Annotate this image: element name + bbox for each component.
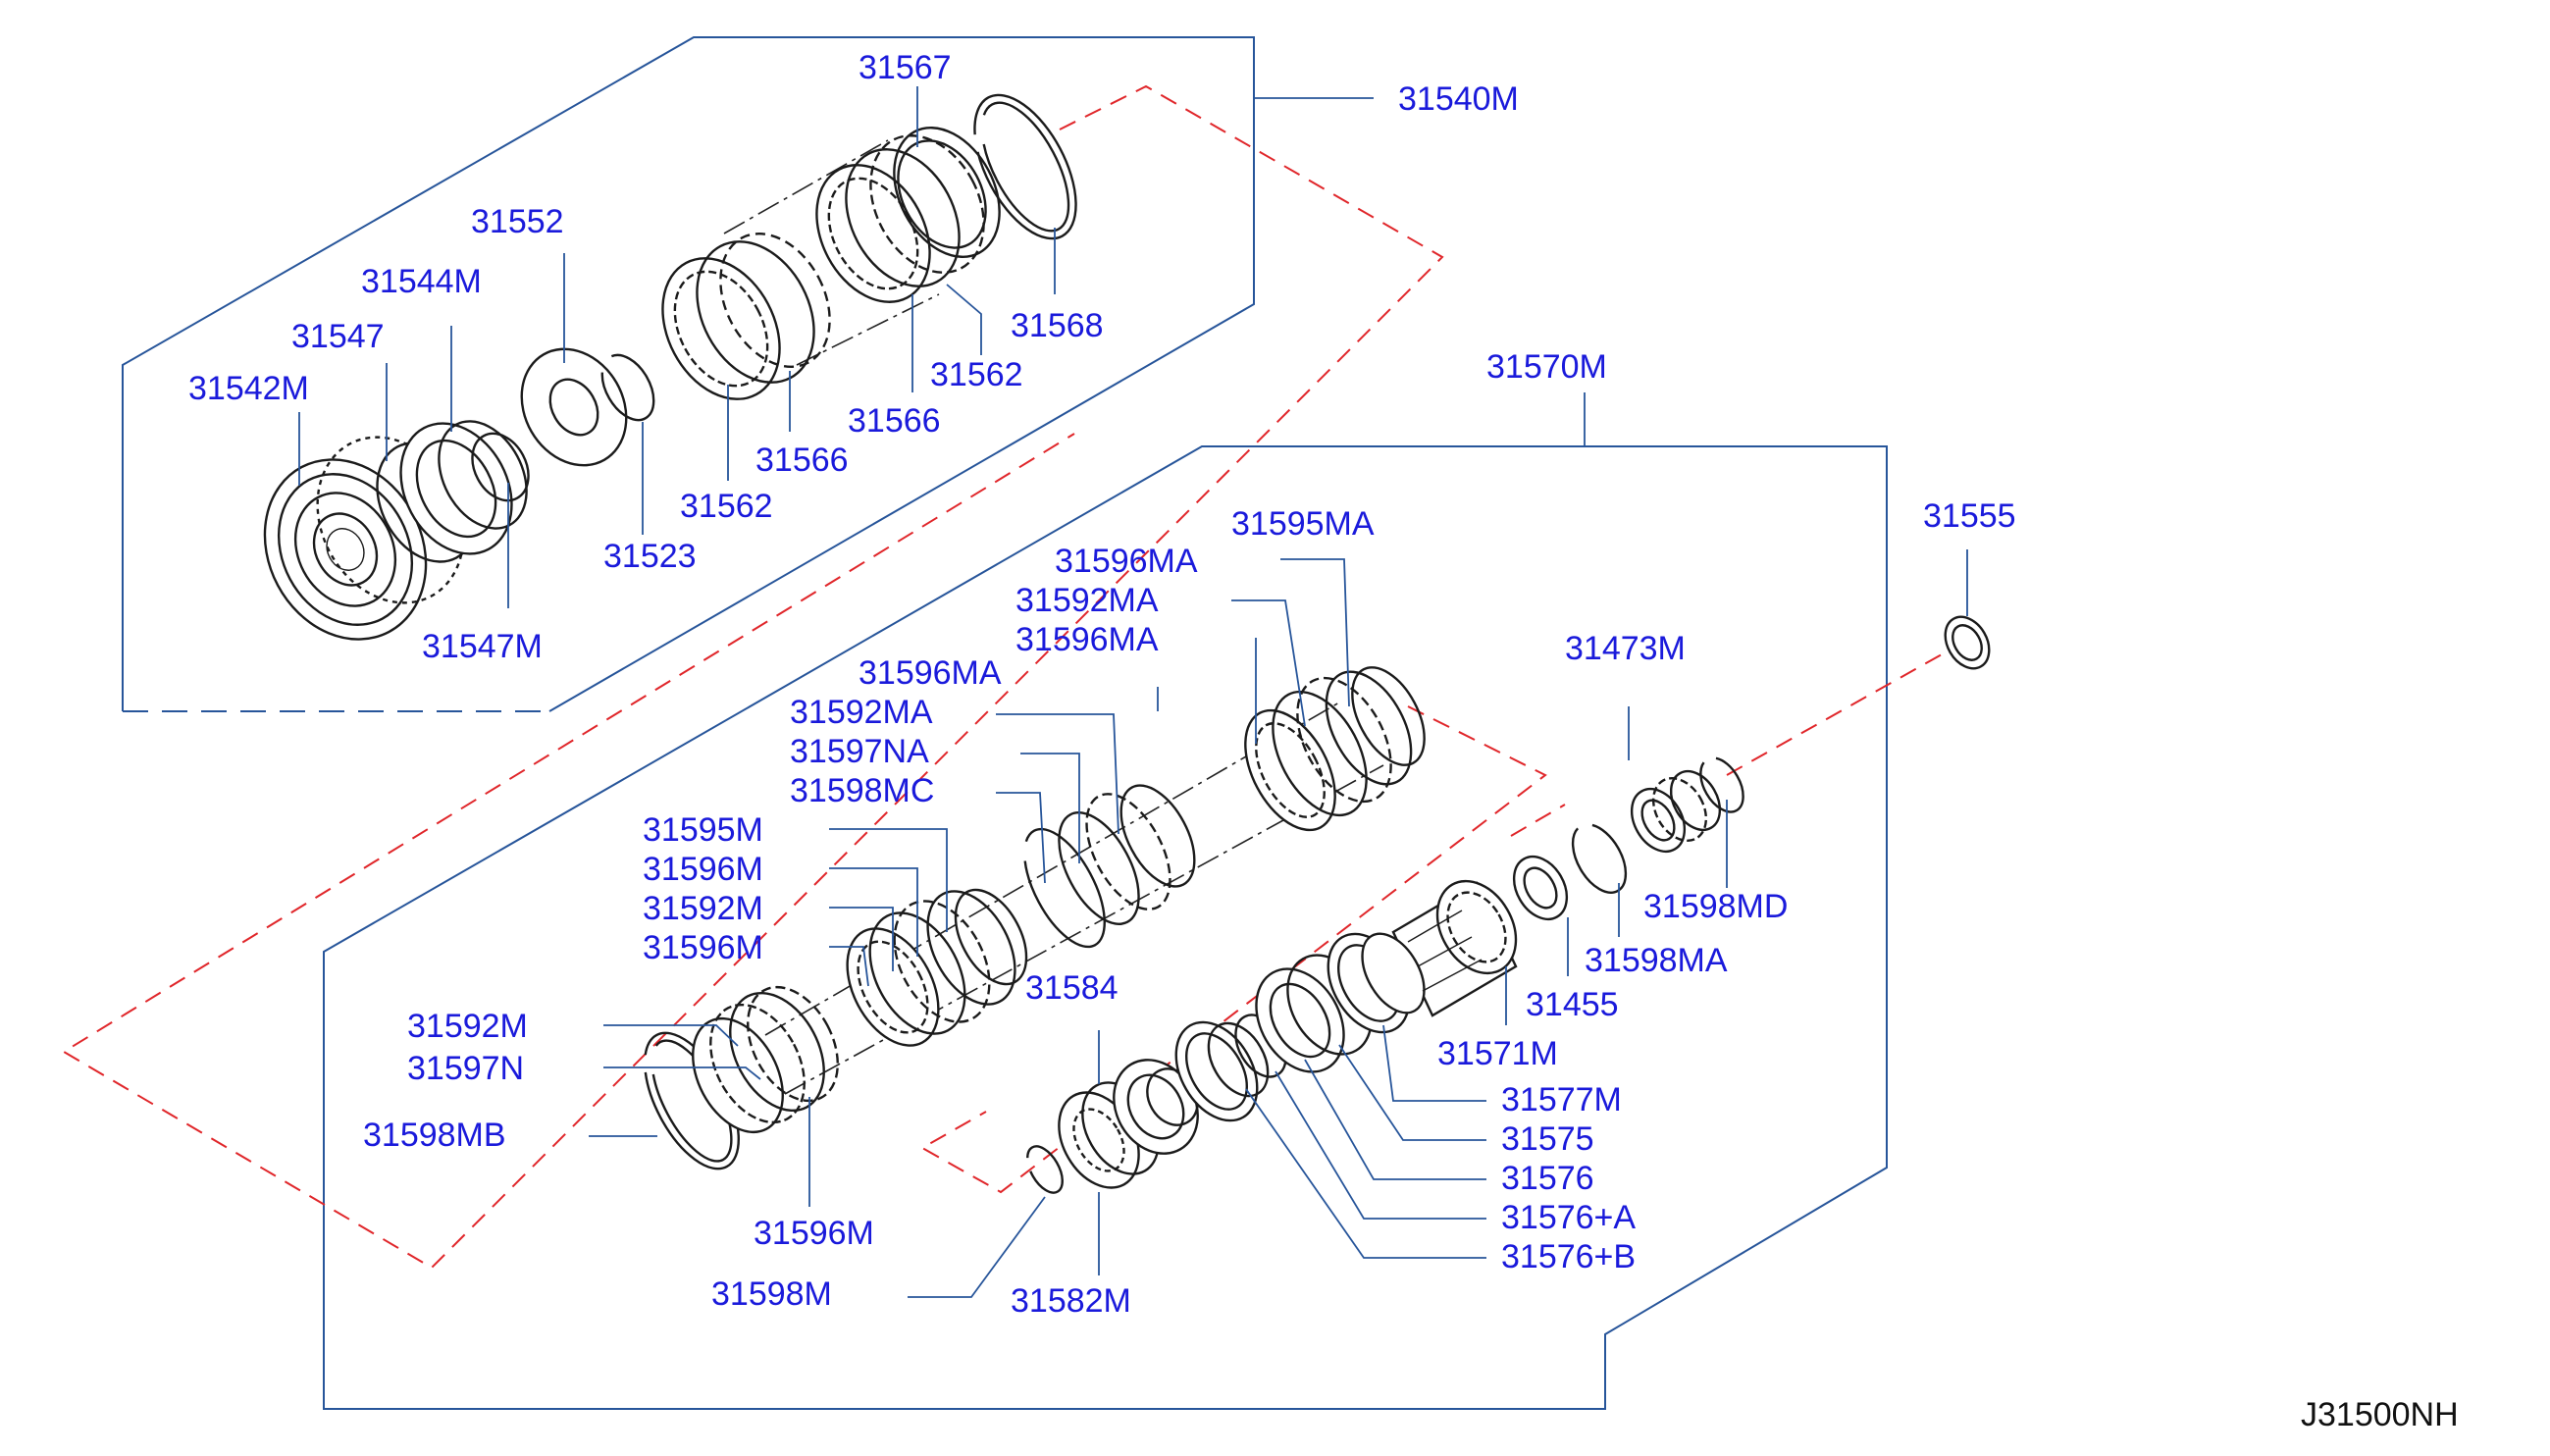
label-31592m-2[interactable]: 31592M bbox=[407, 1008, 528, 1045]
seal-ring-31555 bbox=[1944, 615, 1991, 670]
washer-31552 bbox=[520, 347, 628, 467]
label-31547m[interactable]: 31547M bbox=[422, 628, 543, 665]
snap-ring-31523 bbox=[600, 353, 655, 422]
label-31598md[interactable]: 31598MD bbox=[1643, 888, 1788, 925]
label-31596ma-2[interactable]: 31596MA bbox=[1015, 621, 1159, 658]
label-31598mb[interactable]: 31598MB bbox=[363, 1117, 506, 1154]
label-31566-upper[interactable]: 31566 bbox=[848, 402, 941, 440]
snap-ring-31598md bbox=[1699, 756, 1744, 813]
label-31540m[interactable]: 31540M bbox=[1398, 80, 1519, 118]
assembly-frame-31570m bbox=[323, 445, 1888, 1410]
label-31523[interactable]: 31523 bbox=[603, 538, 697, 575]
leader-lines bbox=[298, 86, 1968, 1298]
clutch-hub-drum-31542m bbox=[263, 436, 465, 641]
label-31596m-1[interactable]: 31596M bbox=[643, 851, 763, 888]
label-31455[interactable]: 31455 bbox=[1526, 986, 1619, 1023]
piston-31544m bbox=[399, 420, 528, 555]
label-31577m[interactable]: 31577M bbox=[1501, 1081, 1622, 1118]
plates-31596ma-31592ma-31595ma-upper bbox=[1244, 666, 1426, 832]
label-31576[interactable]: 31576 bbox=[1501, 1160, 1594, 1197]
label-31596m-3[interactable]: 31596M bbox=[754, 1215, 874, 1252]
shaft-gear-31571m bbox=[1361, 879, 1518, 1017]
retaining-plate-31567 bbox=[897, 139, 987, 249]
label-31592ma-2[interactable]: 31592MA bbox=[790, 694, 933, 731]
label-31576-a[interactable]: 31576+A bbox=[1501, 1199, 1636, 1236]
label-31562-lower[interactable]: 31562 bbox=[680, 488, 773, 525]
seal-rings-31576 bbox=[1174, 1014, 1287, 1122]
label-31571m[interactable]: 31571M bbox=[1437, 1035, 1558, 1072]
label-31575[interactable]: 31575 bbox=[1501, 1120, 1594, 1158]
label-31547[interactable]: 31547 bbox=[291, 318, 385, 355]
label-31595ma[interactable]: 31595MA bbox=[1231, 505, 1375, 543]
label-31595m[interactable]: 31595M bbox=[643, 811, 763, 849]
snap-ring-31598m bbox=[1026, 1145, 1064, 1194]
label-31552[interactable]: 31552 bbox=[471, 203, 564, 240]
plates-31592m-31597n-31596m-lower bbox=[692, 985, 839, 1134]
label-31597n[interactable]: 31597N bbox=[407, 1050, 524, 1087]
label-31584[interactable]: 31584 bbox=[1025, 969, 1119, 1007]
label-31596ma-3[interactable]: 31596MA bbox=[859, 654, 1002, 692]
label-31473m[interactable]: 31473M bbox=[1565, 630, 1686, 667]
label-31567[interactable]: 31567 bbox=[859, 49, 952, 86]
red-exploded-outlines bbox=[62, 84, 1958, 1270]
label-31570m[interactable]: 31570M bbox=[1486, 348, 1607, 386]
bushing-31473m bbox=[1630, 769, 1722, 853]
label-31566-lower[interactable]: 31566 bbox=[755, 442, 849, 479]
snap-ring-31547m bbox=[471, 432, 530, 502]
thrust-washer-31455 bbox=[1512, 856, 1569, 920]
label-31568[interactable]: 31568 bbox=[1011, 307, 1104, 344]
label-31592m-1[interactable]: 31592M bbox=[643, 890, 763, 927]
label-31542m[interactable]: 31542M bbox=[188, 370, 309, 407]
clutch-plates-31562-31566-lower bbox=[661, 233, 831, 400]
plates-31592m-31596m-31595m-middle bbox=[846, 888, 1028, 1047]
label-31598mc[interactable]: 31598MC bbox=[790, 772, 934, 809]
label-31596ma-1[interactable]: 31596MA bbox=[1055, 543, 1198, 580]
clutch-plates-31562-31566-upper bbox=[815, 127, 1001, 303]
label-31596m-2[interactable]: 31596M bbox=[643, 929, 763, 966]
assembly-frame-31540m bbox=[122, 36, 1255, 712]
snap-ring-31598ma bbox=[1571, 823, 1628, 894]
label-31592ma-1[interactable]: 31592MA bbox=[1015, 582, 1159, 619]
part-labels: 31567 31540M 31552 31544M 31547 31542M 3… bbox=[188, 49, 2016, 1320]
label-31544m[interactable]: 31544M bbox=[361, 263, 482, 300]
label-31582m[interactable]: 31582M bbox=[1011, 1282, 1131, 1320]
label-31598m[interactable]: 31598M bbox=[711, 1275, 832, 1313]
label-31555[interactable]: 31555 bbox=[1923, 497, 2016, 535]
label-31597na[interactable]: 31597NA bbox=[790, 733, 929, 770]
label-31598ma[interactable]: 31598MA bbox=[1585, 942, 1728, 979]
label-31576-b[interactable]: 31576+B bbox=[1501, 1238, 1636, 1275]
snap-ring-31568 bbox=[973, 93, 1077, 240]
diagram-code: J31500NH bbox=[2301, 1396, 2459, 1433]
plates-31598mc-31597na-31592ma-31596ma bbox=[1023, 784, 1196, 949]
label-31562-upper[interactable]: 31562 bbox=[930, 356, 1023, 393]
